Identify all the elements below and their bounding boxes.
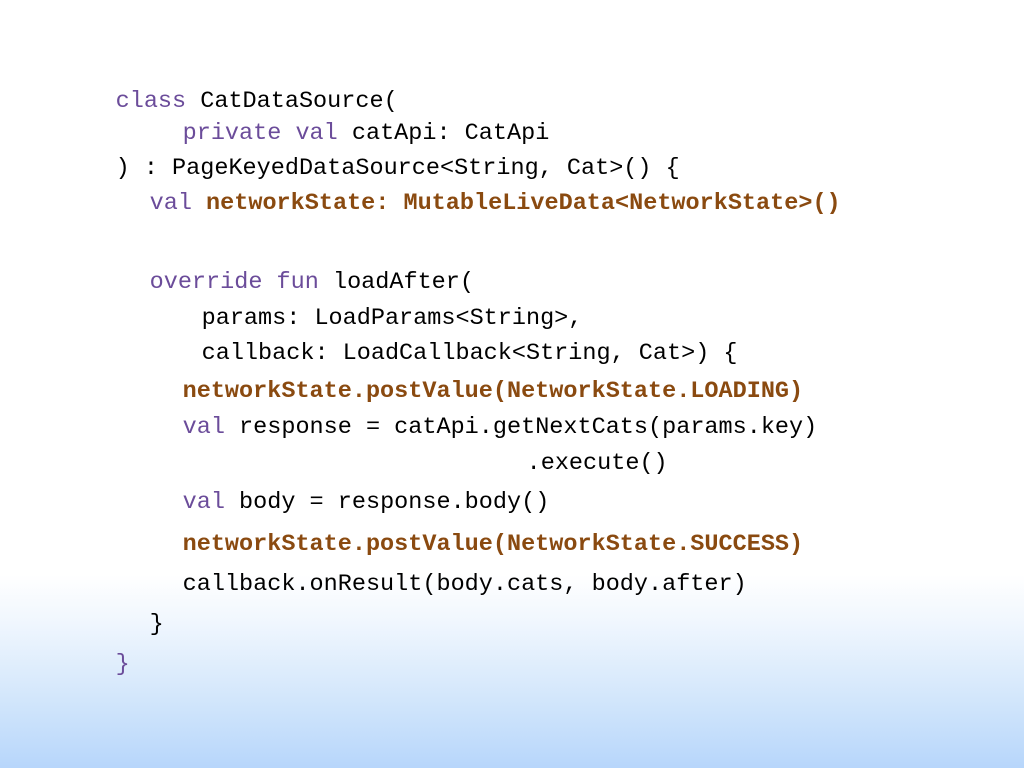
code-token: catApi: CatApi	[337, 120, 550, 147]
code-line: }	[31, 617, 130, 678]
code-token-keyword: class	[115, 88, 187, 115]
code-token: loadAfter(	[318, 269, 474, 296]
code-token: callback.onResult(body.cats, body.after)	[182, 571, 747, 598]
code-token: .execute()	[526, 450, 668, 477]
code-line: val networkState: MutableLiveData<Networ…	[65, 156, 841, 217]
code-line: }	[65, 577, 164, 638]
code-token-keyword: }	[115, 651, 130, 678]
code-line: networkState.postValue(NetworkState.SUCC…	[98, 497, 804, 558]
code-line: callback: LoadCallback<String, Cat>) {	[117, 306, 738, 367]
code-token-highlight: networkState.postValue(NetworkState.LOAD…	[182, 378, 804, 405]
code-line: class CatDataSource(	[31, 54, 398, 115]
code-line: params: LoadParams<String>,	[117, 271, 583, 332]
code-line: ) : PageKeyedDataSource<String, Cat>() {	[31, 121, 680, 182]
code-token: ) : PageKeyedDataSource<String, Cat>() {	[115, 155, 680, 182]
code-token-keyword: private val	[182, 120, 338, 147]
code-line: private val catApi: CatApi	[98, 86, 550, 147]
code-token: response = catApi.getNextCats(params.key…	[224, 414, 818, 441]
code-token-keyword: val	[182, 489, 225, 516]
code-line: .execute()	[442, 416, 668, 477]
code-token: callback: LoadCallback<String, Cat>) {	[201, 340, 738, 367]
code-token: params: LoadParams<String>,	[201, 305, 583, 332]
code-line: override fun loadAfter(	[65, 235, 474, 296]
code-line: networkState.postValue(NetworkState.LOAD…	[98, 344, 804, 405]
code-token	[192, 190, 206, 217]
code-line: callback.onResult(body.cats, body.after)	[98, 537, 747, 598]
code-token: body = response.body()	[224, 489, 550, 516]
code-token: CatDataSource(	[186, 88, 398, 115]
code-line: val body = response.body()	[98, 455, 550, 516]
code-token-highlight: networkState: MutableLiveData<NetworkSta…	[206, 190, 841, 217]
code-token-highlight: networkState.postValue(NetworkState.SUCC…	[182, 531, 804, 558]
code-token-keyword: override fun	[149, 269, 319, 296]
code-token: }	[149, 611, 164, 638]
code-token-keyword: val	[149, 190, 192, 217]
code-line: val response = catApi.getNextCats(params…	[98, 380, 818, 441]
code-token-keyword: val	[182, 414, 225, 441]
